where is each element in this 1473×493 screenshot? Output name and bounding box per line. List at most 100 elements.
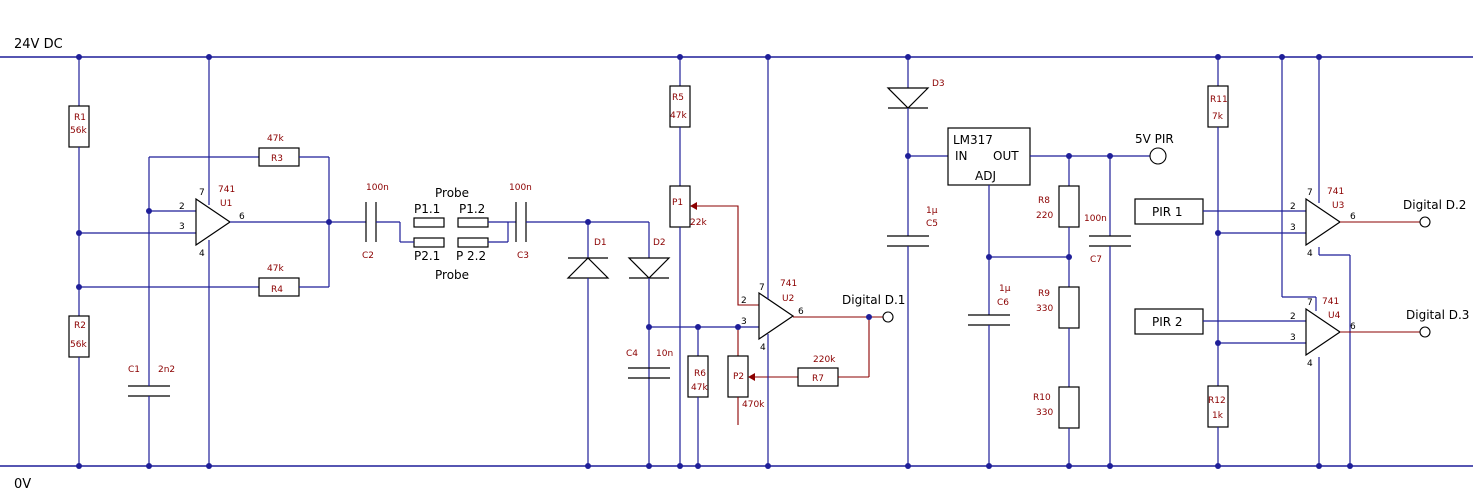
probe-p21-label: P2.1: [414, 249, 440, 263]
probe-p12: [457, 217, 489, 228]
u2-pin2: 2: [741, 296, 747, 306]
probe-p11: [413, 217, 445, 228]
r6-value: 47k: [691, 383, 708, 393]
c6-value: 1µ: [999, 284, 1011, 294]
probe-p12-label: P1.2: [459, 202, 485, 216]
u3-ref: U3: [1332, 201, 1344, 211]
u1-ref: U1: [220, 199, 232, 209]
digital-d2-terminal: [1419, 216, 1431, 228]
pir1-label: PIR 1: [1152, 205, 1183, 219]
u2-ref: U2: [782, 294, 794, 304]
u1-value: 741: [218, 185, 235, 195]
d1-ref: D1: [594, 238, 607, 248]
u2-pin4: 4: [760, 343, 766, 353]
diode-d3: [886, 87, 930, 109]
stage-u2: D1 D2 C4 10n R5 47k P1 22k R6 47k: [566, 57, 905, 466]
diode-d1: [566, 257, 610, 279]
opamp-u3: [1305, 197, 1342, 247]
probe-p22: [457, 237, 489, 248]
d2-ref: D2: [653, 238, 666, 248]
opamp-u4: [1305, 307, 1342, 357]
regulator-out: OUT: [993, 149, 1019, 163]
regulator-adj: ADJ: [975, 169, 996, 183]
p1-ref: P1: [672, 198, 683, 208]
probe-bottom-label: Probe: [435, 268, 469, 282]
regulator-name: LM317: [953, 133, 993, 147]
r4-ref: R4: [271, 285, 283, 295]
r12-ref: R12: [1208, 396, 1226, 406]
pir-5v-terminal: [1149, 147, 1167, 165]
digital-d3-terminal: [1419, 326, 1431, 338]
c4-ref: C4: [626, 349, 638, 359]
p2-ref: P2: [733, 372, 744, 382]
c2-value: 100n: [366, 183, 389, 193]
stage-u1: R1 56k R2 56k R4 47k R3 47k C1 2n2 2 3 6…: [68, 57, 366, 466]
rail-0v-label: 0V: [14, 477, 31, 492]
u2-pin6: 6: [798, 307, 804, 317]
resistor-r10: [1058, 386, 1080, 429]
u2-pin7: 7: [759, 283, 765, 293]
regulator-in: IN: [955, 149, 968, 163]
c3-value: 100n: [509, 183, 532, 193]
u1-pin2: 2: [179, 202, 185, 212]
u1-pin3: 3: [179, 222, 185, 232]
u3-pin6: 6: [1350, 212, 1356, 222]
probe-p21: [413, 237, 445, 248]
r2-ref: R2: [74, 321, 86, 331]
p2-value: 470k: [742, 400, 765, 410]
digital-d1-label: Digital D.1: [842, 293, 905, 307]
opamp-u2: [758, 291, 795, 341]
r8-ref: R8: [1038, 196, 1050, 206]
r5-ref: R5: [672, 93, 684, 103]
pir1-box: [1134, 198, 1204, 225]
r5-value: 47k: [670, 111, 687, 121]
r10-ref: R10: [1033, 393, 1051, 403]
digital-d3-label: Digital D.3: [1406, 308, 1469, 322]
r11-value: 7k: [1212, 112, 1224, 122]
c1-ref: C1: [128, 365, 140, 375]
p1-value: 22k: [690, 218, 707, 228]
u1-pin7: 7: [199, 188, 205, 198]
stage-regulator: D3 LM317 IN OUT ADJ 1µ C5 5V PIR 1µ C6 R: [886, 57, 1174, 466]
r3-ref: R3: [271, 154, 283, 164]
r10-value: 330: [1036, 408, 1053, 418]
resistor-r9: [1058, 286, 1080, 329]
probe-p22-label: P 2.2: [456, 249, 486, 263]
r1-value: 56k: [70, 126, 87, 136]
r9-value: 330: [1036, 304, 1053, 314]
r2-value: 56k: [70, 340, 87, 350]
c5-value: 1µ: [926, 206, 938, 216]
c7-ref: C7: [1090, 255, 1102, 265]
c5-ref: C5: [926, 219, 938, 229]
digital-d2-label: Digital D.2: [1403, 198, 1466, 212]
r4-value: 47k: [267, 264, 284, 274]
digital-d1-terminal: [882, 311, 894, 323]
u2-value: 741: [780, 279, 797, 289]
r11-ref: R11: [1210, 95, 1228, 105]
r1-ref: R1: [74, 113, 86, 123]
r9-ref: R9: [1038, 289, 1050, 299]
probe-top-label: Probe: [435, 186, 469, 200]
r7-ref: R7: [812, 374, 824, 384]
u4-pin3: 3: [1290, 333, 1296, 343]
u3-pin7: 7: [1307, 188, 1313, 198]
r6-ref: R6: [694, 369, 706, 379]
c7-value: 100n: [1084, 214, 1107, 224]
u1-pin6: 6: [239, 212, 245, 222]
probe-network: 100n C2 Probe Probe P1.1 P1.2 P2.1 P 2.2…: [362, 183, 649, 282]
pir2-label: PIR 2: [1152, 315, 1183, 329]
u4-ref: U4: [1328, 311, 1341, 321]
r12-value: 1k: [1212, 411, 1224, 421]
junction-dots: [76, 54, 1353, 469]
u2-pin3: 3: [741, 317, 747, 327]
r8-value: 220: [1036, 211, 1053, 221]
c6-ref: C6: [997, 298, 1009, 308]
u3-pin4: 4: [1307, 249, 1313, 259]
c4-value: 10n: [656, 349, 673, 359]
u3-value: 741: [1327, 187, 1344, 197]
pir-5v-label: 5V PIR: [1135, 132, 1174, 146]
diode-d2: [627, 257, 671, 279]
u4-pin6: 6: [1350, 322, 1356, 332]
u4-pin2: 2: [1290, 312, 1296, 322]
